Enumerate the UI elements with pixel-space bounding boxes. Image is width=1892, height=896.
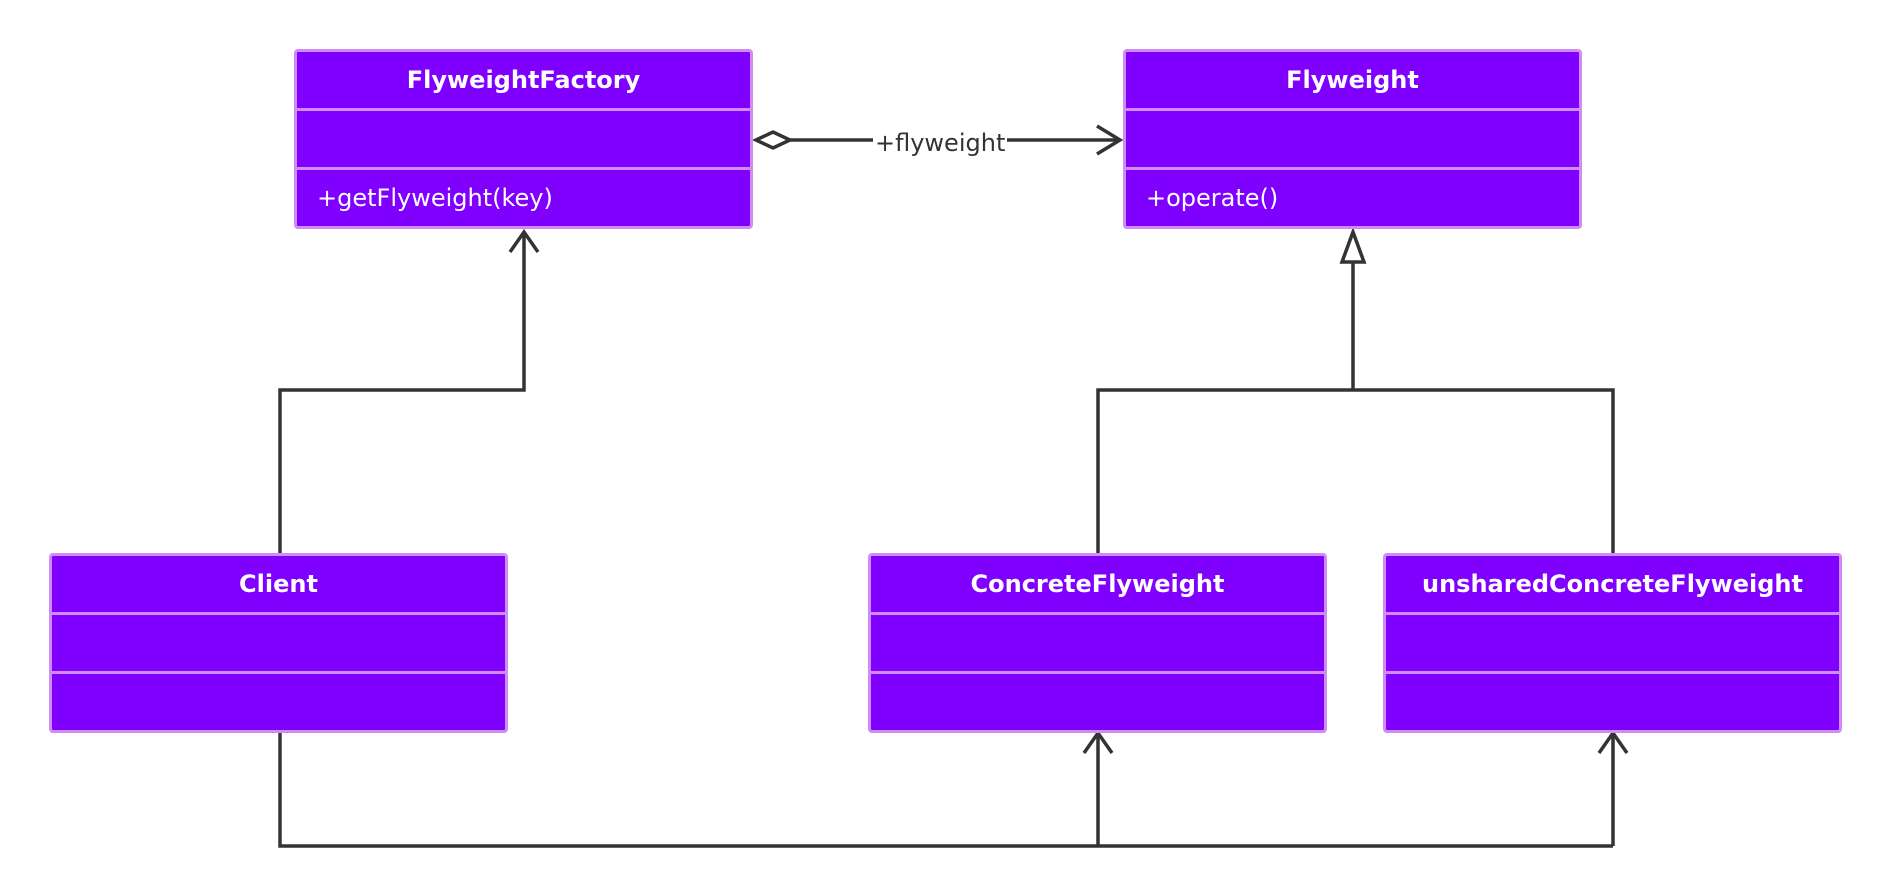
concrete-generalization-line (1096, 388, 1353, 553)
class-client[interactable]: Client (49, 553, 508, 733)
client-to-factory-line (278, 232, 526, 553)
client-bottom-line (278, 733, 1613, 848)
class-flyweight[interactable]: Flyweight +operate() (1123, 49, 1582, 229)
class-attributes (1386, 612, 1839, 671)
class-operations: +getFlyweight(key) (297, 167, 750, 226)
unshared-generalization-line (1353, 388, 1615, 553)
client-to-factory-arrowhead-icon (508, 228, 540, 254)
class-attributes (52, 612, 505, 671)
class-attributes (1126, 108, 1579, 167)
class-operations (52, 671, 505, 730)
class-concrete-flyweight[interactable]: ConcreteFlyweight (868, 553, 1327, 733)
class-operations: +operate() (1126, 167, 1579, 226)
class-operations (871, 671, 1324, 730)
class-name: Flyweight (1286, 66, 1419, 94)
class-attributes (871, 612, 1324, 671)
class-flyweight-factory[interactable]: FlyweightFactory +getFlyweight(key) (294, 49, 753, 229)
aggregation-label: +flyweight (873, 127, 1008, 159)
class-name: Client (239, 570, 318, 598)
aggregation-diamond-icon (751, 130, 795, 150)
client-to-unshared-arrowhead-icon (1597, 729, 1629, 755)
class-operations (1386, 671, 1839, 730)
aggregation-arrowhead-icon (1096, 124, 1124, 156)
class-attributes (297, 108, 750, 167)
class-name: ConcreteFlyweight (970, 570, 1225, 598)
generalization-triangle-icon (1339, 226, 1367, 264)
class-unshared-concrete-flyweight[interactable]: unsharedConcreteFlyweight (1383, 553, 1842, 733)
class-name: FlyweightFactory (406, 66, 641, 94)
class-name: unsharedConcreteFlyweight (1422, 570, 1803, 598)
client-to-concrete-arrowhead-icon (1082, 729, 1114, 755)
